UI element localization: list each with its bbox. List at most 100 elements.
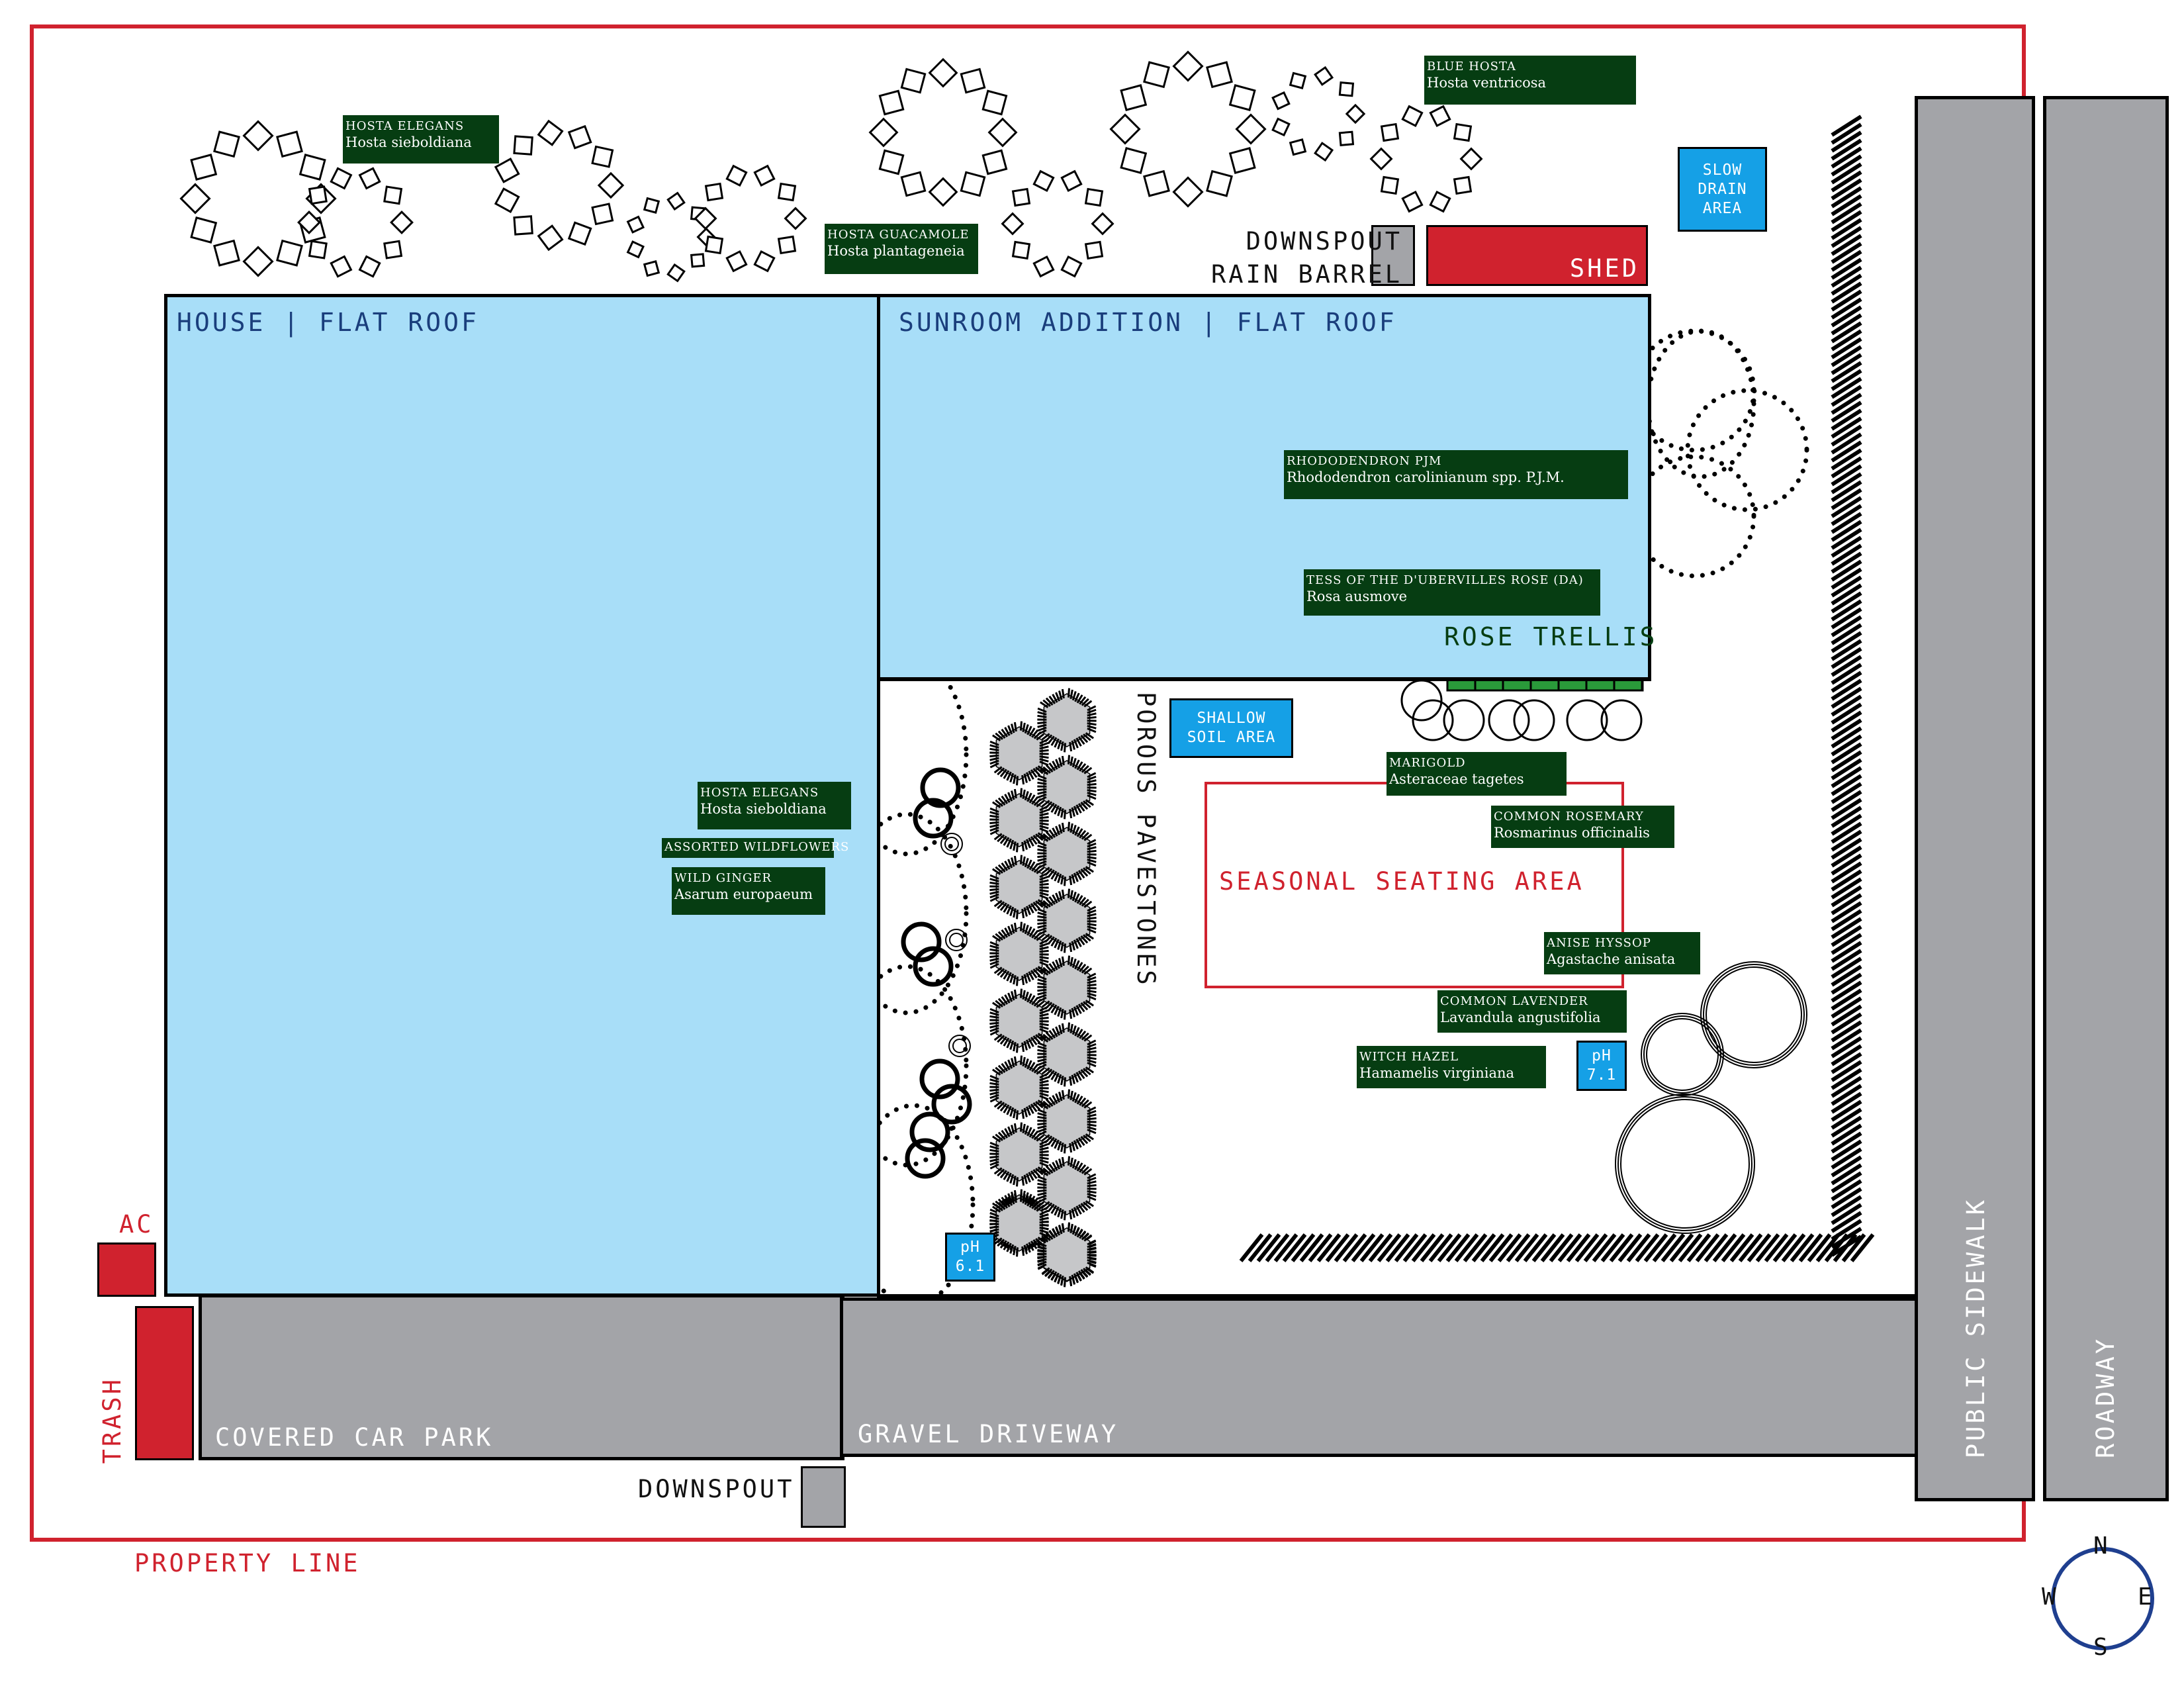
small-ring-plants	[940, 833, 971, 1057]
hosta-plant	[494, 119, 625, 252]
wild-ginger-circles	[901, 767, 972, 1179]
plant-label-common-lavender: COMMON LAVENDER Lavandula angustifolia	[1437, 990, 1627, 1033]
slow-drain-line2: DRAIN	[1698, 180, 1747, 198]
hatched-fence	[1239, 115, 1875, 1262]
ginger-plant	[913, 946, 954, 987]
sunroom-south-edge	[877, 678, 1651, 681]
ginger-plant	[931, 1084, 972, 1125]
driveway-label: GRAVEL DRIVEWAY	[858, 1420, 1119, 1448]
ginger-plant	[919, 1058, 960, 1100]
pavestone	[989, 988, 1049, 1053]
plant-common-name: BLUE HOSTA	[1427, 60, 1517, 73]
plant-scientific-name: Rosmarinus officinalis	[1494, 825, 1650, 841]
plant-common-name: MARIGOLD	[1389, 756, 1466, 770]
plant-label-hosta-elegans-north: HOSTA ELEGANS Hosta sieboldiana	[343, 115, 499, 164]
plant-label-wild-ginger: WILD GINGER Asarum europaeum	[672, 867, 825, 915]
plant-common-name: HOSTA ELEGANS	[345, 119, 465, 133]
hosta-plant	[1369, 105, 1483, 213]
hazel-plant	[1641, 1013, 1724, 1096]
seasonal-seating-label: SEASONAL SEATING AREA	[1219, 867, 1584, 896]
ginger-plant	[901, 921, 942, 962]
porous-pavestones-label: POROUS PAVESTONES	[1132, 692, 1160, 988]
ph-west-value: 6.1	[955, 1258, 985, 1275]
slow-drain-line1: SLOW	[1702, 161, 1743, 179]
ginger-plant	[913, 798, 954, 839]
marigold-plant	[1513, 699, 1555, 741]
gravel-driveway: GRAVEL DRIVEWAY	[840, 1297, 1919, 1457]
plant-common-name: WILD GINGER	[674, 871, 772, 885]
marigold-plant	[1600, 699, 1643, 741]
plant-label-tess-rose: TESS OF THE D'UBERVILLES ROSE (DA) Rosa …	[1304, 569, 1600, 616]
plant-scientific-name: Rhododendron carolinianum spp. P.J.M.	[1287, 469, 1565, 485]
hosta-plant	[694, 164, 807, 273]
compass-rose	[2051, 1547, 2154, 1650]
compass-north: N	[2093, 1532, 2108, 1560]
pavestone	[1037, 955, 1097, 1020]
plant-scientific-name: Rosa ausmove	[1306, 588, 1408, 604]
ph-east-label: pH	[1592, 1047, 1612, 1064]
plant-label-hosta-guacamole: HOSTA GUACAMOLE Hosta plantageneia	[825, 224, 978, 274]
pavestone	[989, 1055, 1049, 1120]
plant-common-name: HOSTA GUACAMOLE	[827, 228, 970, 242]
ginger-plant	[905, 1138, 946, 1179]
roadway-label: ROADWAY	[2091, 1336, 2120, 1458]
plant-label-common-rosemary: COMMON ROSEMARY Rosmarinus officinalis	[1491, 806, 1674, 848]
pavestone	[1037, 1022, 1097, 1087]
plant-label-blue-hosta: BLUE HOSTA Hosta ventricosa	[1424, 56, 1636, 105]
marigold-plant	[1566, 699, 1608, 741]
ac-unit	[97, 1243, 156, 1297]
ph-box-west: pH 6.1	[945, 1233, 995, 1282]
ph-east-value: 7.1	[1586, 1066, 1617, 1084]
small-ring-plant	[945, 929, 968, 951]
hosta-plants-north	[179, 50, 1483, 283]
compass-east: E	[2138, 1583, 2152, 1611]
hosta-plant	[1271, 66, 1366, 162]
ginger-plant	[920, 767, 961, 808]
plant-scientific-name: Asarum europaeum	[674, 886, 813, 902]
witch-hazel-circles	[1615, 961, 1807, 1234]
compass-west: W	[2042, 1583, 2056, 1611]
ac-label: AC	[119, 1210, 154, 1239]
plant-common-name: COMMON ROSEMARY	[1494, 810, 1644, 823]
pavestone	[1037, 1089, 1097, 1154]
downspout-south	[801, 1466, 846, 1528]
slow-drain-line3: AREA	[1702, 199, 1743, 217]
shed: SHED	[1426, 225, 1648, 286]
plant-common-name: COMMON LAVENDER	[1440, 994, 1588, 1008]
pavestone	[1037, 888, 1097, 953]
public-sidewalk-label: PUBLIC SIDEWALK	[1962, 1197, 1990, 1458]
property-line-label: PROPERTY LINE	[134, 1549, 361, 1577]
plant-label-assorted-wildflowers: ASSORTED WILDFLOWERS	[662, 838, 848, 858]
plant-scientific-name: Hamamelis virginiana	[1359, 1065, 1515, 1081]
trash-bin	[135, 1306, 194, 1460]
hosta-plant	[297, 167, 414, 278]
pavestone	[989, 1192, 1049, 1257]
plant-label-witch-hazel: WITCH HAZEL Hamamelis virginiana	[1357, 1046, 1546, 1088]
pavestone	[989, 788, 1049, 853]
plant-common-name: WITCH HAZEL	[1359, 1050, 1459, 1064]
pavestone	[989, 921, 1049, 986]
plant-scientific-name: Asteraceae tagetes	[1389, 771, 1524, 787]
compass-south: S	[2093, 1634, 2108, 1661]
pavestone	[1037, 821, 1097, 886]
plant-common-name: TESS OF THE D'UBERVILLES ROSE (DA)	[1306, 573, 1584, 587]
west-path-edge	[877, 678, 880, 1297]
ph-box-east: pH 7.1	[1576, 1041, 1627, 1091]
hosta-plant	[1001, 169, 1115, 278]
marigold-plant	[1443, 699, 1485, 741]
dotted-shrubs-east	[1632, 328, 1809, 579]
marigold-rings	[1400, 679, 1643, 741]
slow-drain-area: SLOW DRAIN AREA	[1678, 147, 1767, 232]
shallow-soil-area: SHALLOW SOIL AREA	[1169, 698, 1293, 758]
hazel-plant	[1615, 1094, 1755, 1234]
marigold-plant	[1488, 699, 1530, 741]
plant-label-marigold: MARIGOLD Asteraceae tagetes	[1387, 752, 1567, 796]
pavestone	[1037, 688, 1097, 753]
house-label: HOUSE | FLAT ROOF	[177, 308, 479, 337]
pavestone	[989, 855, 1049, 919]
trash-label: TRASH	[98, 1377, 126, 1464]
hosta-plant	[868, 58, 1018, 207]
ginger-plant	[909, 1111, 950, 1152]
plant-label-anise-hyssop: ANISE HYSSOP Agastache anisata	[1544, 932, 1700, 974]
shallow-soil-line1: SHALLOW	[1197, 710, 1266, 727]
